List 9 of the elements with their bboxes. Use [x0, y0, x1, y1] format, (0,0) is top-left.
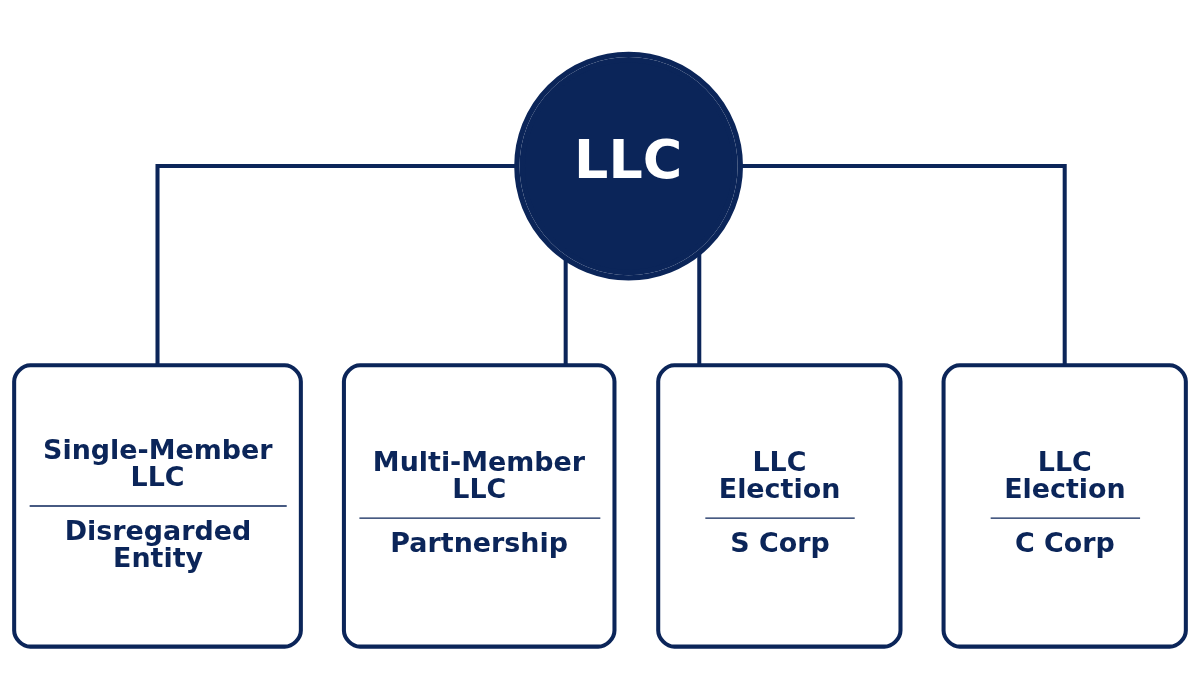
connector — [740, 163, 1067, 365]
connector — [563, 258, 568, 365]
node-box: LLC Election C Corp — [941, 362, 1188, 649]
node-box: Single-Member LLC Disregarded Entity — [12, 362, 303, 649]
node-circle: LLC — [514, 51, 743, 280]
connector — [697, 252, 702, 365]
connector — [155, 163, 517, 365]
node-box: LLC Election S Corp — [656, 362, 903, 649]
node-box: Multi-Member LLC Partnership — [341, 362, 617, 649]
